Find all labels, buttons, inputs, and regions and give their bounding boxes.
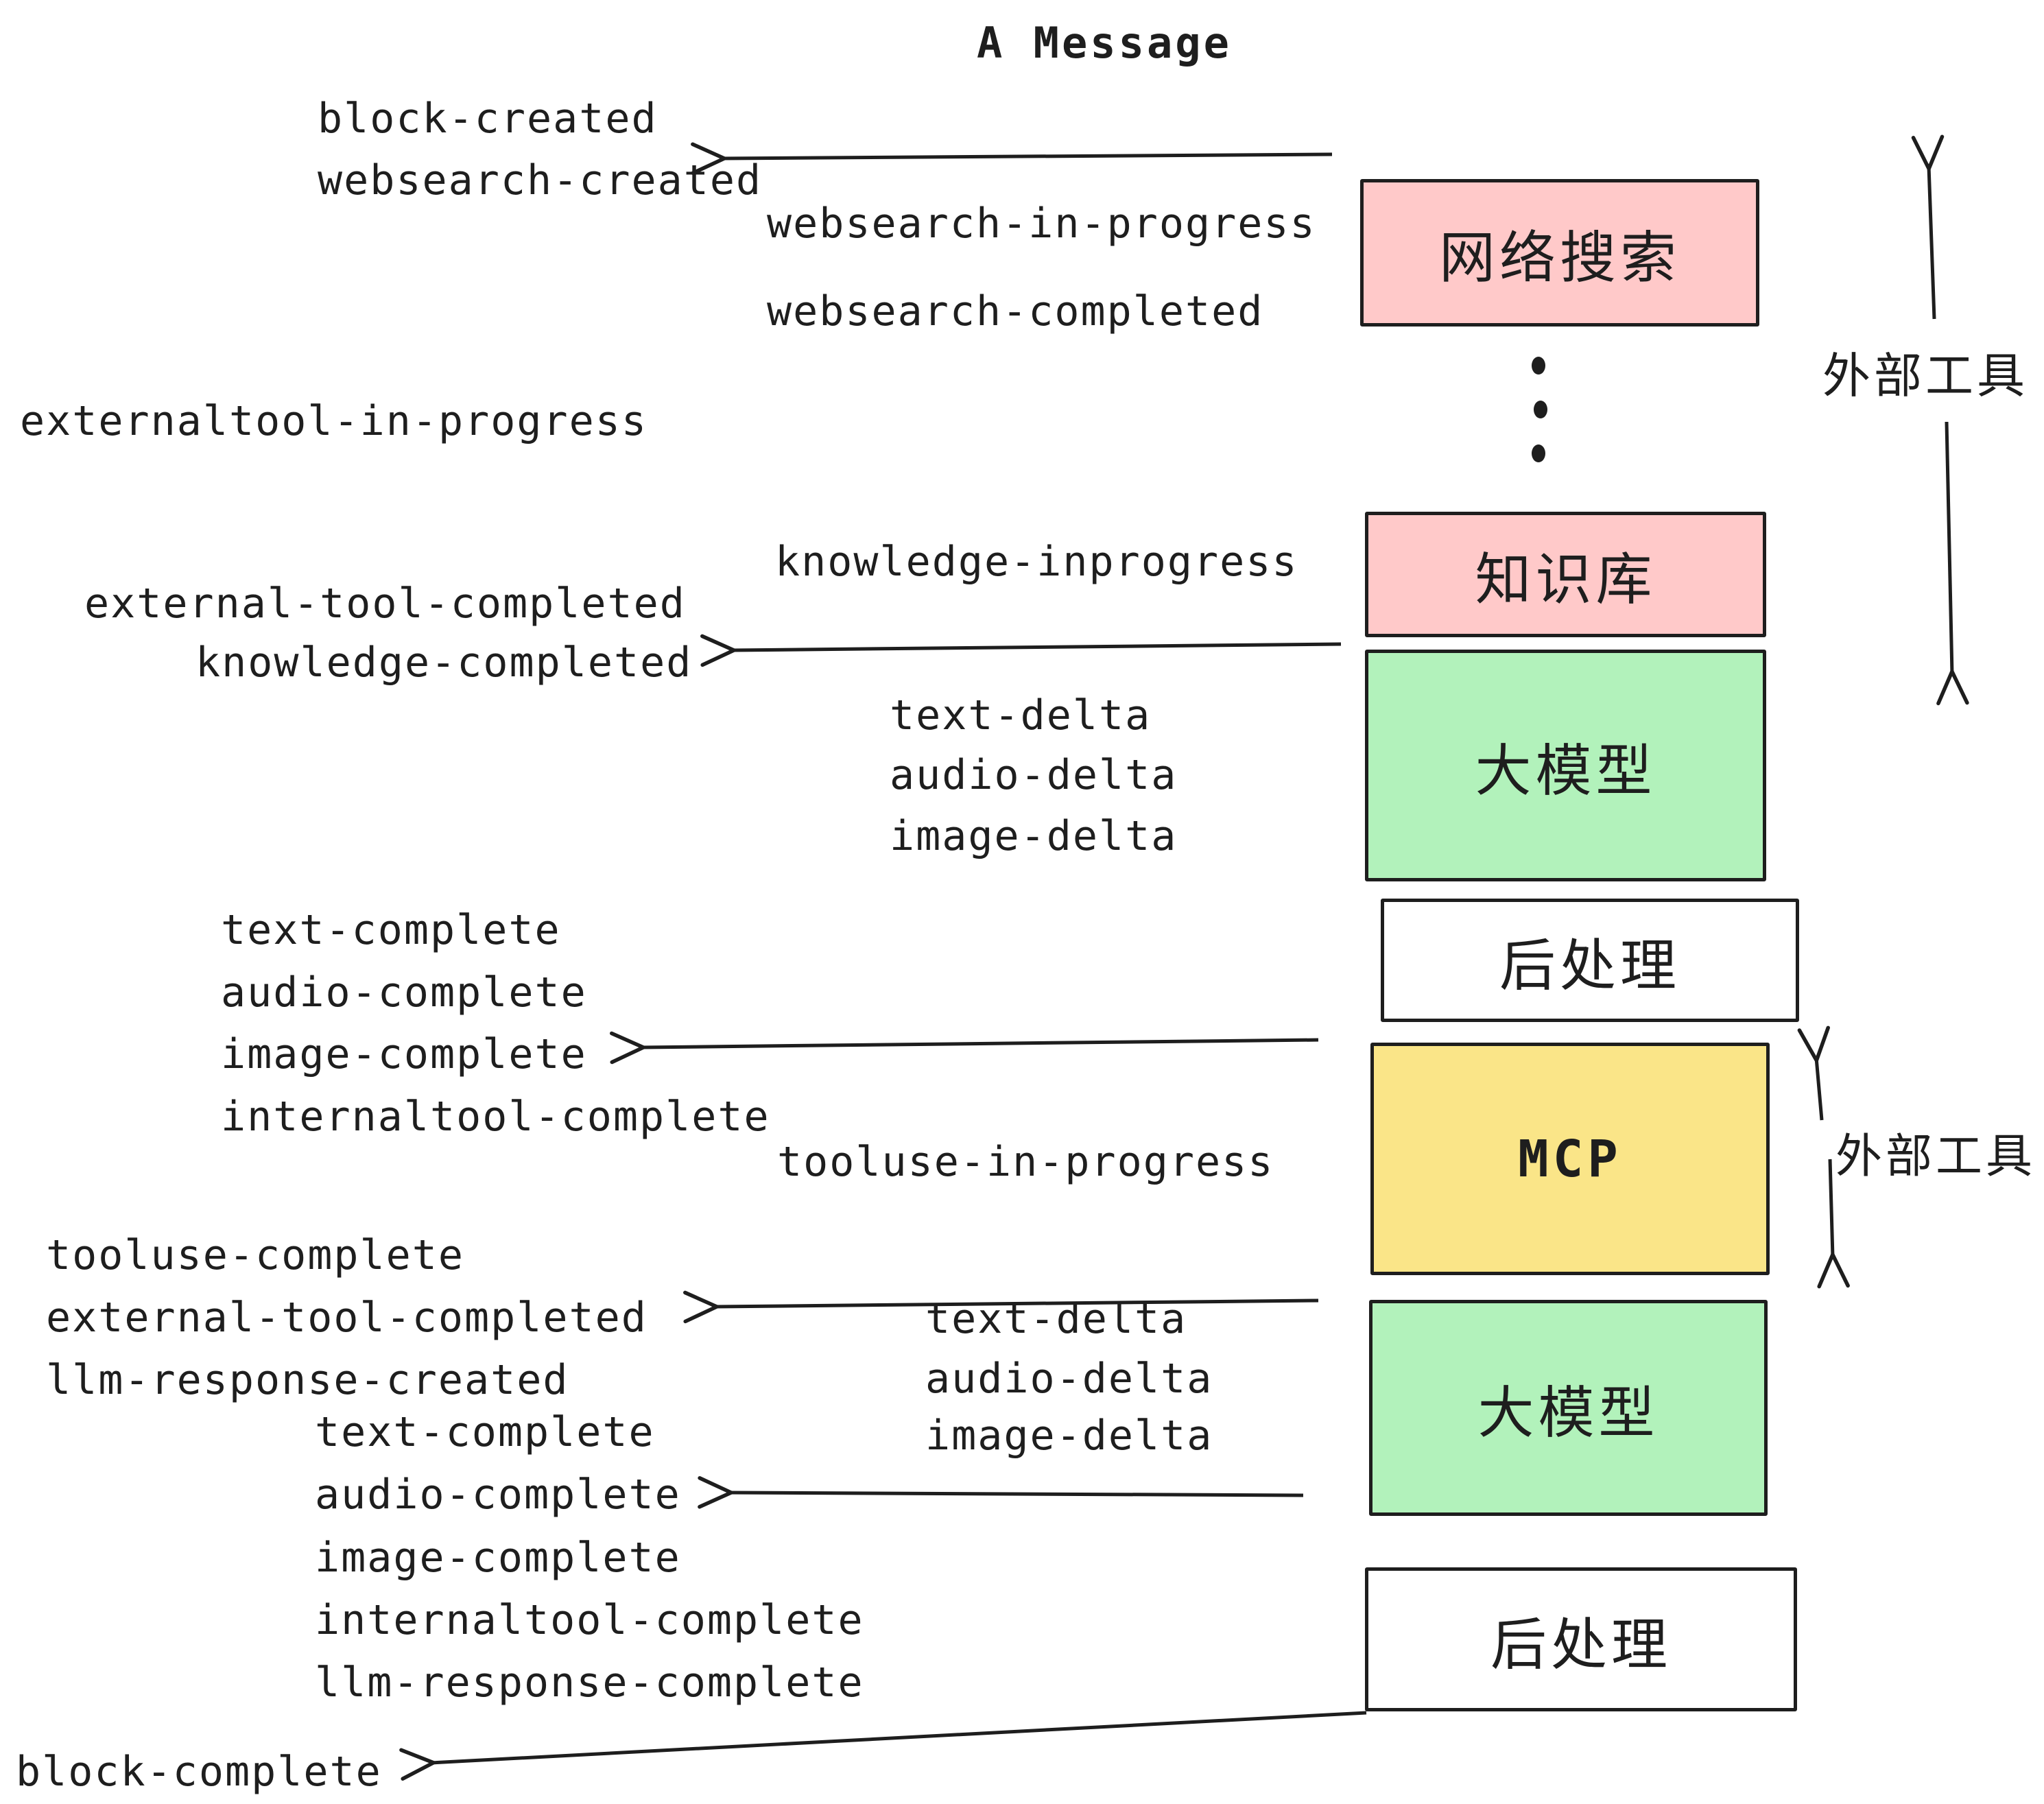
event-internaltool-complete: internaltool-complete: [221, 1093, 770, 1141]
arrow-to-image-complete: [641, 1040, 1319, 1047]
event-knowledge-inprogress: knowledge-inprogress: [775, 538, 1298, 586]
node-llm-2: 大模型: [1369, 1300, 1768, 1516]
mcp-external-tools-down-arrow: [1830, 1159, 1833, 1257]
event-audio-delta-2: audio-delta: [925, 1355, 1213, 1403]
node-llm-2-label: 大模型: [1477, 1381, 1659, 1446]
event-internaltool-complete-2: internaltool-complete: [315, 1596, 864, 1644]
external-tools-down-arrow: [1947, 421, 1952, 674]
arrow-to-knowledge-completed: [731, 644, 1342, 650]
event-text-complete: text-complete: [221, 906, 561, 954]
event-tooluse-complete: tooluse-complete: [46, 1231, 464, 1279]
mcp-external-tools-up-arrow: [1816, 1058, 1822, 1121]
event-image-complete-2: image-complete: [315, 1534, 681, 1582]
node-post-process-2-label: 后处理: [1490, 1612, 1672, 1678]
event-websearch-completed: websearch-completed: [767, 287, 1264, 335]
event-audio-delta: audio-delta: [890, 751, 1178, 799]
node-knowledge-base: 知识库: [1365, 512, 1766, 637]
event-websearch-in-progress: websearch-in-progress: [767, 200, 1316, 248]
event-image-complete: image-complete: [221, 1030, 587, 1078]
event-audio-complete: audio-complete: [221, 969, 587, 1017]
event-websearch-created: websearch-created: [318, 156, 763, 204]
vertical-ellipsis-icon: [1532, 357, 1547, 462]
node-post-process-1: 后处理: [1381, 899, 1799, 1022]
event-block-created: block-created: [318, 95, 658, 143]
node-knowledge-base-label: 知识库: [1475, 547, 1656, 613]
event-knowledge-completed: knowledge-completed: [195, 639, 693, 687]
diagram-title: A Message: [977, 18, 1232, 68]
event-audio-complete-2: audio-complete: [315, 1471, 681, 1519]
event-text-complete-2: text-complete: [315, 1408, 655, 1456]
event-external-tool-completed-2: external-tool-completed: [46, 1294, 647, 1342]
event-llm-response-complete: llm-response-complete: [315, 1659, 864, 1707]
event-block-complete: block-complete: [16, 1748, 382, 1796]
event-text-delta-2: text-delta: [925, 1295, 1187, 1343]
event-image-delta-2: image-delta: [925, 1412, 1213, 1460]
event-image-delta: image-delta: [890, 812, 1178, 860]
arrow-to-block-complete: [431, 1711, 1367, 1763]
node-post-process-1-label: 后处理: [1499, 933, 1680, 999]
arrow-to-audio-complete: [728, 1493, 1304, 1495]
node-mcp-label: MCP: [1518, 1129, 1622, 1189]
event-text-delta: text-delta: [890, 691, 1152, 739]
node-llm-1: 大模型: [1365, 650, 1766, 881]
node-post-process-2: 后处理: [1365, 1567, 1797, 1711]
external-tools-up-arrow: [1929, 166, 1934, 320]
event-tooluse-in-progress: tooluse-in-progress: [777, 1138, 1274, 1186]
external-tools-annotation-1: 外部工具: [1822, 348, 2028, 404]
node-websearch: 网络搜索: [1360, 179, 1759, 327]
event-llm-response-created: llm-response-created: [46, 1356, 569, 1404]
node-llm-1-label: 大模型: [1475, 738, 1656, 804]
event-externaltool-in-progress: externaltool-in-progress: [20, 397, 647, 445]
external-tools-annotation-2: 外部工具: [1835, 1130, 2036, 1184]
arrow-to-websearch-created: [722, 154, 1333, 158]
node-websearch-label: 网络搜索: [1438, 226, 1680, 291]
event-external-tool-completed: external-tool-completed: [84, 580, 686, 628]
node-mcp: MCP: [1370, 1043, 1770, 1275]
